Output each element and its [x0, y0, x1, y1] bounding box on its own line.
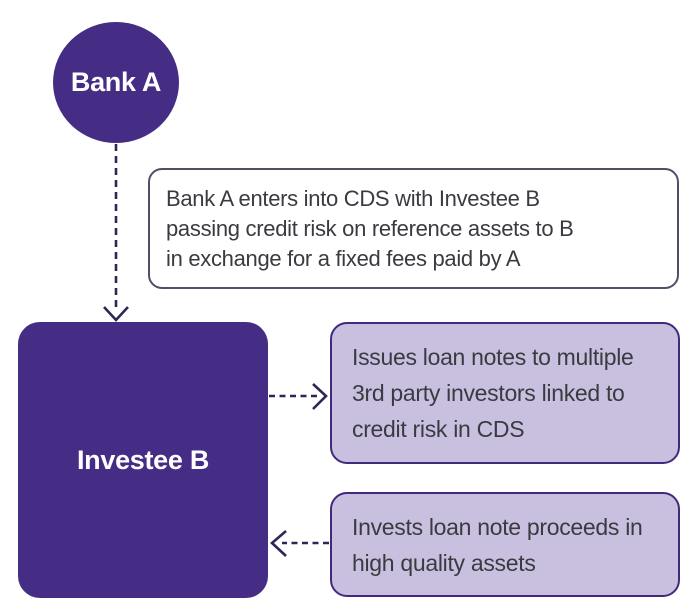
arrow-investee-b-to-issues-note — [269, 383, 328, 410]
node-bank-a-label: Bank A — [70, 67, 162, 97]
node-investee-b: Investee B — [18, 322, 268, 598]
note-cds-line: passing credit risk on reference assets … — [166, 215, 574, 241]
note-invests-line: Invests loan note proceeds in — [352, 513, 643, 540]
note-invests-proceeds: Invests loan note proceeds in high quali… — [330, 492, 680, 597]
note-issues-loan-notes: Issues loan notes to multiple 3rd party … — [330, 322, 680, 464]
arrowhead-down-icon — [103, 306, 129, 322]
node-investee-b-label: Investee B — [76, 444, 210, 475]
arrow-bank-a-to-investee-b — [103, 144, 129, 322]
arrowhead-right-icon — [312, 383, 328, 410]
note-cds-description: Bank A enters into CDS with Investee B p… — [148, 168, 679, 289]
note-invests-line: high quality assets — [352, 549, 536, 576]
note-cds-line: Bank A enters into CDS with Investee B — [166, 185, 540, 211]
node-bank-a: Bank A — [53, 22, 179, 143]
note-issues-line: 3rd party investors linked to — [352, 380, 625, 406]
arrow-invests-note-to-investee-b — [270, 530, 329, 557]
note-cds-line: in exchange for a fixed fees paid by A — [166, 245, 521, 271]
note-issues-line: credit risk in CDS — [352, 416, 525, 442]
arrowhead-left-icon — [270, 530, 287, 557]
note-issues-line: Issues loan notes to multiple — [352, 344, 634, 370]
